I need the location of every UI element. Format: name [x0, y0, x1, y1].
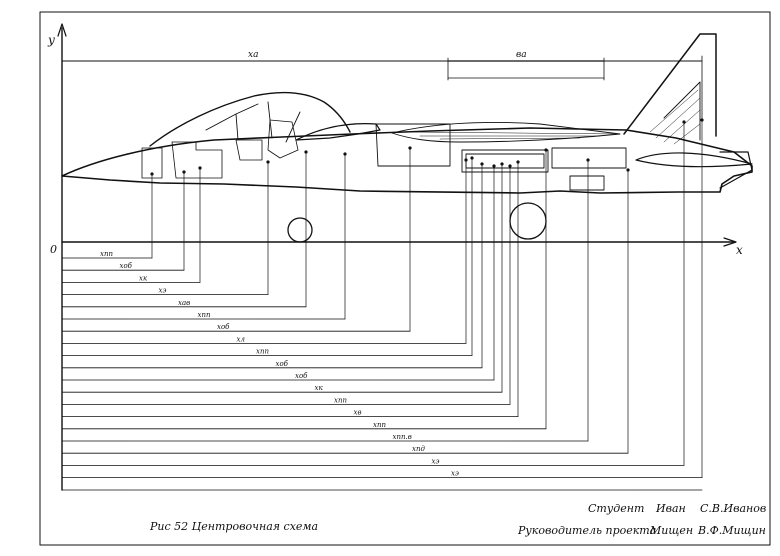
- wing-planform: [391, 122, 621, 143]
- student-name: С.В.Иванов: [700, 502, 766, 515]
- cg-point: [182, 170, 186, 174]
- horizontal-stabilizer: [635, 152, 753, 168]
- dimension-label: хв: [354, 409, 362, 417]
- fuel-tanks: [461, 147, 627, 191]
- dimension-label: хпп: [373, 421, 386, 429]
- cg-point: [304, 150, 308, 154]
- cg-point: [700, 118, 704, 122]
- fuselage-outline: [61, 127, 753, 194]
- y-axis-label: y: [47, 33, 55, 47]
- tail-hatching: [649, 89, 701, 145]
- dimension-label: хк: [315, 384, 324, 392]
- coordinate-axes: y x 0: [47, 23, 743, 491]
- dimension-label: хав: [178, 299, 190, 307]
- supervisor-signature: Мищен: [649, 524, 693, 537]
- cg-point: [626, 168, 630, 172]
- cg-point: [464, 158, 468, 162]
- component-dimensions: хппхобхкхэхавхппхобхлхппхобхобхкхппхвхпп…: [61, 118, 704, 491]
- supervisor-name: В.Ф.Мищин: [697, 524, 766, 537]
- aircraft-side-view: [61, 33, 753, 243]
- cg-point: [150, 172, 154, 176]
- cg-point: [500, 162, 504, 166]
- dimension-label: хк: [139, 274, 148, 282]
- cg-point: [508, 164, 512, 168]
- cg-point: [343, 152, 347, 156]
- dimension-label: хоб: [120, 262, 133, 270]
- student-role: Студент: [588, 502, 644, 515]
- canopy: [149, 91, 351, 147]
- dimension-label: хпп: [198, 311, 211, 319]
- dimension-label: хл: [237, 335, 245, 343]
- vertical-tail: [623, 33, 717, 137]
- cg-point: [586, 158, 590, 162]
- dimension-label: хоб: [276, 360, 289, 368]
- title-block: Рис 52 Центровочная схема Студент Иван С…: [149, 502, 766, 537]
- air-intake: [295, 123, 381, 141]
- engine-nozzle: [719, 151, 753, 189]
- student-signature: Иван: [655, 502, 686, 515]
- x-axis-arrow: [723, 237, 737, 247]
- figure-caption: Рис 52 Центровочная схема: [149, 520, 318, 533]
- cg-point: [266, 160, 270, 164]
- dimension-label: хпп: [256, 348, 269, 356]
- cg-point: [544, 148, 548, 152]
- dimension-label: хэ: [432, 457, 440, 465]
- cg-point: [516, 160, 520, 164]
- drawing-frame: [39, 11, 771, 546]
- wing-hatching: [409, 131, 621, 140]
- dimension-label: хэ: [451, 470, 459, 478]
- cg-point: [480, 162, 484, 166]
- cg-point: [408, 146, 412, 150]
- y-axis-arrow: [57, 23, 67, 37]
- cg-point: [470, 156, 474, 160]
- rudder: [663, 81, 701, 141]
- intake-duct: [375, 123, 451, 167]
- nose-wheel: [287, 217, 313, 243]
- span-dimension-label: ва: [516, 50, 527, 60]
- dimension-label: хоб: [217, 323, 230, 331]
- canopy-frame: [205, 101, 301, 143]
- top-dimensions: xa ва: [61, 50, 703, 121]
- supervisor-role: Руководитель проекта: [517, 524, 656, 537]
- cockpit-structure: [141, 119, 299, 179]
- dimension-label: хоб: [295, 372, 308, 380]
- overall-dimension-label: xa: [248, 50, 258, 60]
- dimension-label: хпд: [412, 445, 425, 453]
- dimension-label: хэ: [159, 287, 167, 295]
- cg-point: [682, 120, 686, 124]
- cg-point: [492, 164, 496, 168]
- dimension-label: хпп.в: [393, 433, 412, 441]
- origin-label: 0: [50, 243, 57, 256]
- x-axis-label: x: [736, 243, 743, 257]
- cg-point: [198, 166, 202, 170]
- dimension-label: хпп: [100, 250, 113, 258]
- main-wheel: [509, 202, 547, 240]
- dimension-label: хпп: [334, 396, 347, 404]
